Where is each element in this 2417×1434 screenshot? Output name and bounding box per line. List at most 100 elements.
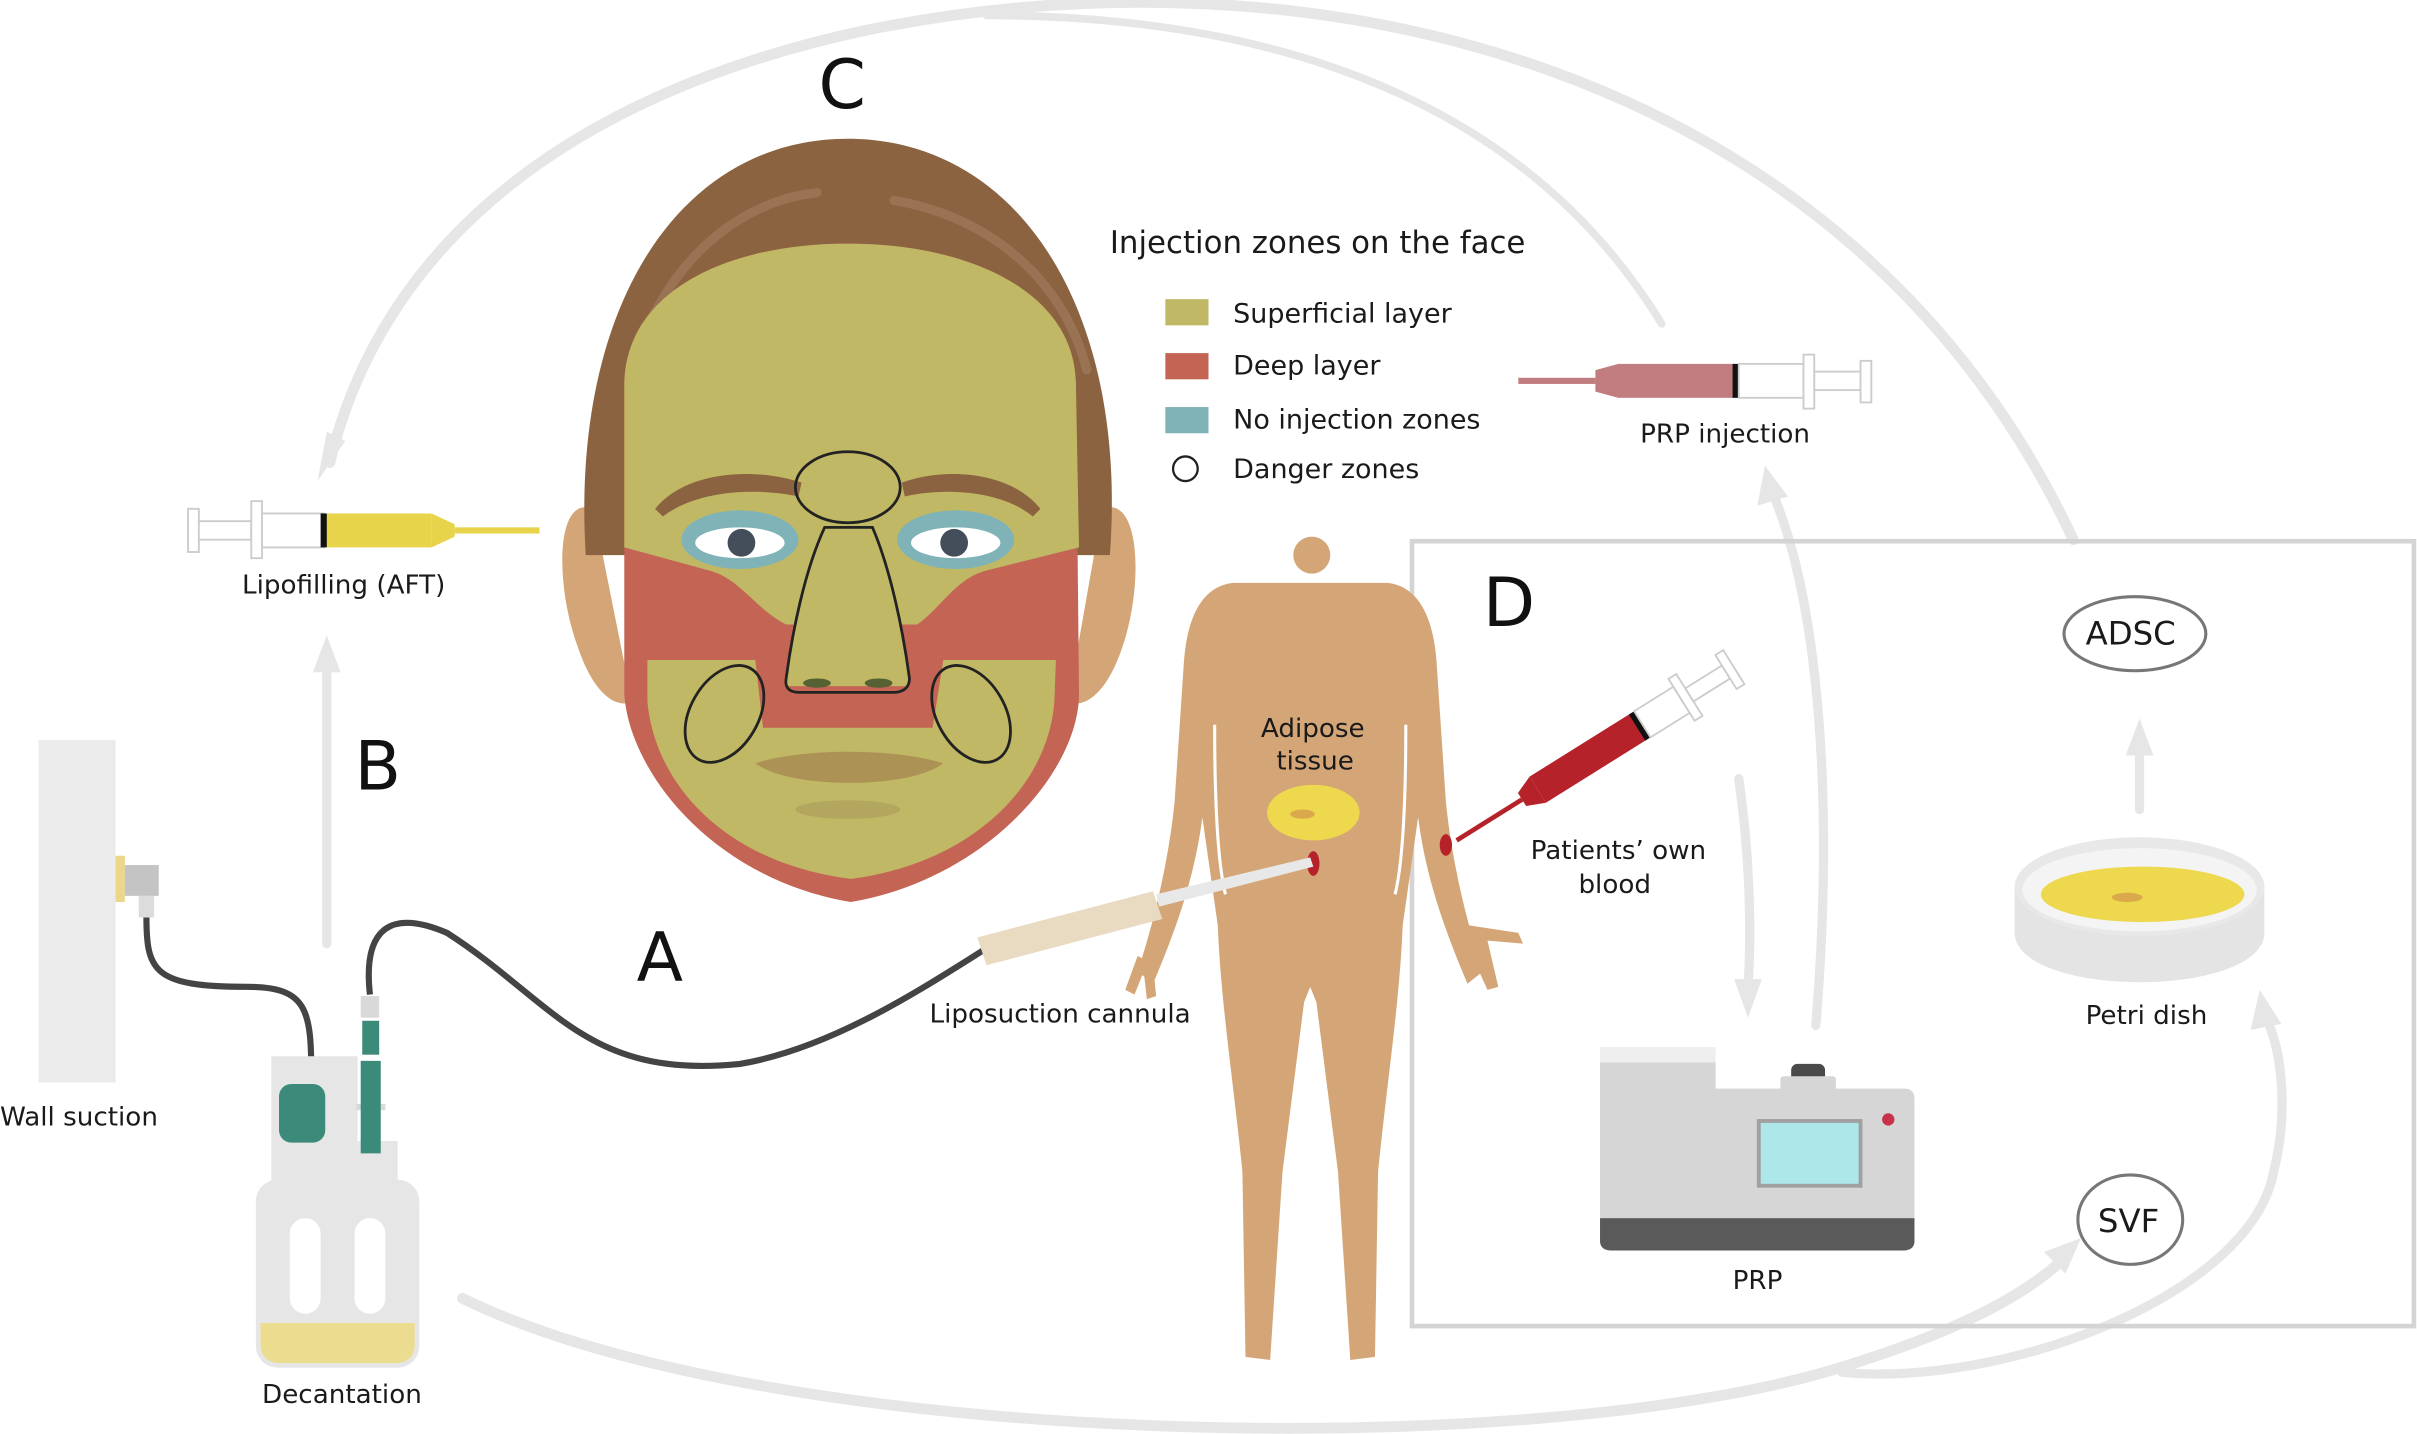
hair-highlight-right: [889, 195, 1092, 375]
arrow-adsc-to-lipofilling: [324, 0, 2079, 546]
danger-zone-glabella: [794, 450, 902, 525]
plunger-end: [1859, 359, 1873, 404]
arrowhead-prp-injection: [1757, 465, 1789, 506]
barrel-empty: [1737, 362, 1805, 399]
panel-label-b: B: [355, 726, 402, 805]
arrow-to-petri-dish: [1837, 1013, 2287, 1379]
panel-d-box: [1409, 538, 2417, 1329]
jar-connector-white: [360, 996, 380, 1018]
barrel-flange: [1802, 353, 1816, 410]
danger-zone-nose: [784, 525, 911, 694]
left-iris: [727, 528, 756, 557]
needle: [1455, 797, 1524, 843]
jar-connector-teal-2: [360, 1060, 381, 1154]
jar-cap-teal: [279, 1083, 326, 1143]
liposuction-cannula: [977, 857, 1314, 966]
legend: Injection zones on the face Superficial …: [1110, 225, 1526, 485]
arrowhead-adsc: [2125, 718, 2154, 756]
prp-injection-syringe: [1518, 353, 1873, 410]
syringe-tip: [1595, 363, 1619, 398]
label-svf: SVF: [2098, 1202, 2159, 1240]
stopper: [320, 513, 327, 548]
stopper: [1628, 711, 1651, 741]
label-adipose-line1: Adipose: [1261, 714, 1365, 744]
legend-label-no-injection: No injection zones: [1233, 405, 1480, 436]
lips: [755, 751, 944, 783]
panel-label-d: D: [1483, 563, 1535, 642]
arrow-blood-to-prp: [1734, 774, 1755, 992]
suction-tube-jar-to-cannula: [365, 919, 989, 1069]
wall-suction-panel: [38, 740, 116, 1083]
device-button-base: [1780, 1076, 1836, 1092]
jar-window-left: [289, 1218, 321, 1314]
decantation-jar: [255, 996, 420, 1368]
body-left-hand: [1125, 956, 1157, 1000]
legend-swatch-danger: [1171, 455, 1199, 483]
plunger-end: [1714, 648, 1746, 691]
wall-port-yellow: [115, 855, 125, 903]
panel-label-c: C: [819, 45, 866, 124]
barrel-flange: [250, 500, 263, 560]
legend-swatch-superficial: [1165, 299, 1209, 326]
plunger-end: [187, 507, 200, 553]
petri-cells: [2040, 866, 2245, 923]
flow-arrows: [312, 0, 2287, 1434]
syringe-tip: [431, 513, 455, 548]
legend-label-superficial: Superficial layer: [1233, 298, 1452, 329]
legend-swatch-no-injection: [1165, 407, 1209, 434]
label-adsc: ADSC: [2086, 615, 2176, 653]
prp-centrifuge: [1600, 1046, 1915, 1251]
label-prp-injection: PRP injection: [1640, 420, 1810, 450]
chin-shade: [795, 800, 901, 819]
petri-cells-shade: [2111, 892, 2143, 903]
legend-title: Injection zones on the face: [1110, 225, 1526, 261]
barrel-prp: [1618, 363, 1735, 398]
syringe-tip: [1517, 776, 1546, 807]
petri-dish: [2014, 837, 2265, 983]
body-torso: [1137, 582, 1483, 1360]
face-superficial-nose: [786, 524, 910, 687]
lipofilling-syringe: [187, 500, 540, 560]
wall-port-nozzle: [138, 895, 155, 918]
needle: [1518, 377, 1596, 384]
right-ear: [1068, 507, 1136, 704]
jar-connector-teal-1: [362, 1020, 380, 1055]
panel-label-a: A: [637, 918, 683, 997]
legend-swatch-deep: [1165, 353, 1209, 380]
blood-syringe: [1455, 648, 1746, 843]
adsc-node: [2062, 595, 2208, 673]
legend-label-deep: Deep layer: [1233, 351, 1381, 382]
legend-label-danger: Danger zones: [1233, 454, 1419, 485]
right-nostril: [864, 678, 893, 688]
right-eyebrow: [901, 473, 1041, 517]
arrowhead-prp-device: [1734, 979, 1762, 1018]
arrowhead-lipofilling-up: [312, 635, 341, 673]
arrowhead-petri-dish: [2250, 989, 2282, 1031]
label-patients-blood-line2: blood: [1578, 870, 1651, 900]
arrow-decantation-to-svf: [457, 1251, 2071, 1434]
body-right-hand: [1467, 925, 1523, 990]
label-wall-suction: Wall suction: [0, 1103, 158, 1133]
arrowhead-svf: [2043, 1238, 2081, 1274]
danger-zone-right-nasolabial: [930, 664, 1012, 764]
cannula-handle: [977, 891, 1163, 966]
danger-zone-left-nasolabial: [683, 664, 766, 764]
stopper: [1732, 363, 1739, 398]
jar-fat-layer: [260, 1322, 415, 1364]
human-body: [1125, 536, 1523, 1360]
arrow-prp-to-injection: [1768, 488, 1829, 1031]
adipose-fat-shade: [1290, 809, 1315, 819]
cannula-shaft: [1156, 857, 1314, 907]
right-iris: [940, 528, 969, 557]
device-base: [1600, 1218, 1915, 1251]
body-right-contour: [1393, 724, 1408, 895]
left-eyebrow: [655, 473, 802, 517]
device-screen: [1756, 1119, 1863, 1188]
device-top-tab: [1600, 1046, 1716, 1063]
label-patients-blood-line1: Patients’ own: [1531, 836, 1706, 866]
svf-node: [2076, 1173, 2185, 1266]
barrel-empty: [261, 512, 325, 549]
body-neck: [1293, 536, 1331, 574]
label-lipofilling: Lipofilling (AFT): [242, 571, 445, 601]
